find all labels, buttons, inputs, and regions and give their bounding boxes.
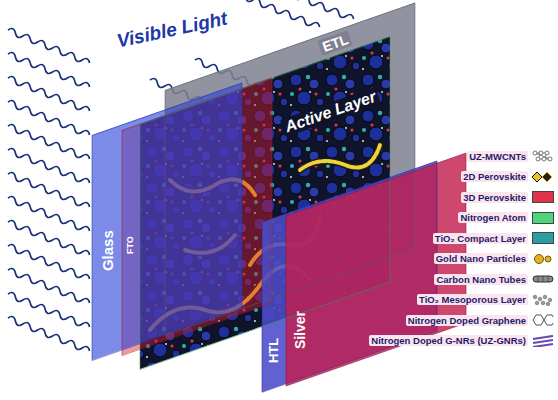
light-label: Visible Light [115,8,229,53]
legend-row: Gold Nano Particles [318,249,554,270]
layer-outline [92,83,242,361]
legend: UZ-MWCNTs 2D Perovskite 3D PerovskiteNitro… [318,146,554,351]
layer-edge [286,153,466,386]
legend-text: 2D Perovskite [461,171,528,182]
legend-row: Nitrogen Doped G-NRs (UZ-GNRs) [318,331,554,352]
layer-outline [262,161,437,392]
layer-edge [165,3,415,336]
legend-row: TiO₂ Compact Layer [318,228,554,249]
legend-text: TiO₂ Compact Layer [433,233,528,244]
layer-label: Glass [98,230,115,271]
legend-row: UZ-MWCNTs [318,146,554,167]
legend-swatch [532,212,554,224]
layer-outline [140,37,390,370]
layer-panel: FTO [122,78,272,356]
layer-edge [92,83,242,361]
legend-icon [532,314,554,326]
layer-label: Silver [292,311,308,349]
layer-edge [122,78,272,356]
legend-text: Nitrogen Atom [458,212,528,223]
silver-layer [286,153,466,386]
legend-text: UZ-MWCNTs [467,151,528,162]
layer-outline [286,153,466,386]
legend-row: 2D Perovskite [318,167,554,188]
layer-label: Active Layer [279,87,381,138]
layer-label: HTL [267,337,282,362]
legend-icon [532,253,554,265]
legend-row: 3D Perovskite [318,187,554,208]
layer-panel: Active Layer [140,37,390,370]
layer-label: FTO [125,236,135,254]
legend-icon [532,150,554,162]
legend-swatch [532,232,554,244]
legend-text: Carbon Nano Tubes [434,274,528,285]
layer-label: ETL [317,30,353,56]
layer-outline [122,78,272,356]
glass-layer [92,83,242,361]
layer-panel: Silver [286,153,466,386]
legend-row: Nitrogen Doped Graphene [318,310,554,331]
legend-icon [532,273,554,285]
legend-text: Nitrogen Doped G-NRs (UZ-GNRs) [369,335,528,346]
legend-text: 3D Perovskite [461,192,528,203]
layer-edge [262,161,437,392]
legend-icon [532,335,554,347]
layer-panel: ETL [165,3,415,336]
legend-text: Nitrogen Doped Graphene [406,315,528,326]
legend-text: Gold Nano Particles [434,253,528,264]
legend-icon [532,294,554,306]
layer-panel: HTL [262,161,437,392]
layer-edge [140,37,390,370]
legend-row: Nitrogen Atom [318,208,554,229]
legend-swatch [532,191,554,203]
legend-row: TiO₂ Mesoporous Layer [318,290,554,311]
layer-outline [165,3,415,336]
legend-row: Carbon Nano Tubes [318,269,554,290]
layer-panel: Glass [92,83,242,361]
legend-icon [532,171,554,183]
legend-text: TiO₂ Mesoporous Layer [417,294,528,305]
